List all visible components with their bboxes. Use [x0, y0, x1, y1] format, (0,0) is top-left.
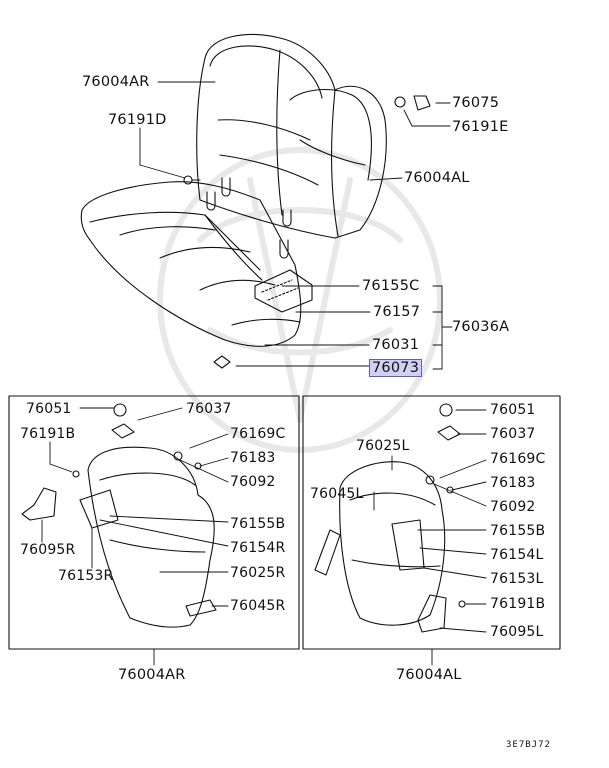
right-label-76155B: 76155B: [490, 523, 546, 539]
left-label-76169C: 76169C: [230, 426, 286, 442]
right-label-76051: 76051: [490, 402, 536, 418]
leader-lines-top: [139, 81, 453, 370]
seat-cushion-drawing: [80, 181, 313, 347]
right-label-76037: 76037: [490, 426, 536, 442]
left-label-76092: 76092: [230, 474, 276, 490]
right-label-76154L: 76154L: [490, 547, 544, 563]
right-label-76092: 76092: [490, 499, 536, 515]
left-label-76191B: 76191B: [20, 426, 76, 442]
left-label-76037: 76037: [186, 401, 232, 417]
label-76073-highlighted[interactable]: 76073: [369, 359, 423, 377]
right-label-76025L: 76025L: [356, 438, 410, 454]
seat-back-drawing: [196, 33, 387, 239]
left-label-76155B: 76155B: [230, 516, 286, 532]
right-label-76169C: 76169C: [490, 451, 546, 467]
label-76004AR: 76004AR: [82, 74, 150, 90]
label-76004AL: 76004AL: [404, 170, 470, 186]
watermark-emblem: [157, 147, 443, 453]
label-76157: 76157: [373, 304, 421, 320]
left-box-drawing: [8, 395, 300, 666]
right-label-76183: 76183: [490, 475, 536, 491]
label-76191D: 76191D: [108, 112, 167, 128]
left-label-76025R: 76025R: [230, 565, 286, 581]
right-box-drawing: [302, 395, 561, 666]
right-label-76095L: 76095L: [490, 624, 544, 640]
left-label-76095R: 76095R: [20, 542, 76, 558]
right-assembly-label: 76004AL: [396, 667, 462, 683]
left-assembly-label: 76004AR: [118, 667, 186, 683]
label-76155C: 76155C: [362, 278, 420, 294]
right-label-76045L: 76045L: [310, 486, 364, 502]
clip-parts: [183, 95, 431, 369]
left-label-76045R: 76045R: [230, 598, 286, 614]
diagram-code: 3E7BJ72: [506, 740, 551, 750]
label-76036A: 76036A: [452, 319, 510, 335]
left-label-76051: 76051: [26, 401, 72, 417]
label-76191E: 76191E: [452, 119, 509, 135]
left-label-76154R: 76154R: [230, 540, 286, 556]
left-label-76153R: 76153R: [58, 568, 114, 584]
right-label-76191B: 76191B: [490, 596, 546, 612]
left-label-76183: 76183: [230, 450, 276, 466]
label-76075: 76075: [452, 95, 500, 111]
right-label-76153L: 76153L: [490, 571, 544, 587]
label-76031: 76031: [372, 337, 420, 353]
